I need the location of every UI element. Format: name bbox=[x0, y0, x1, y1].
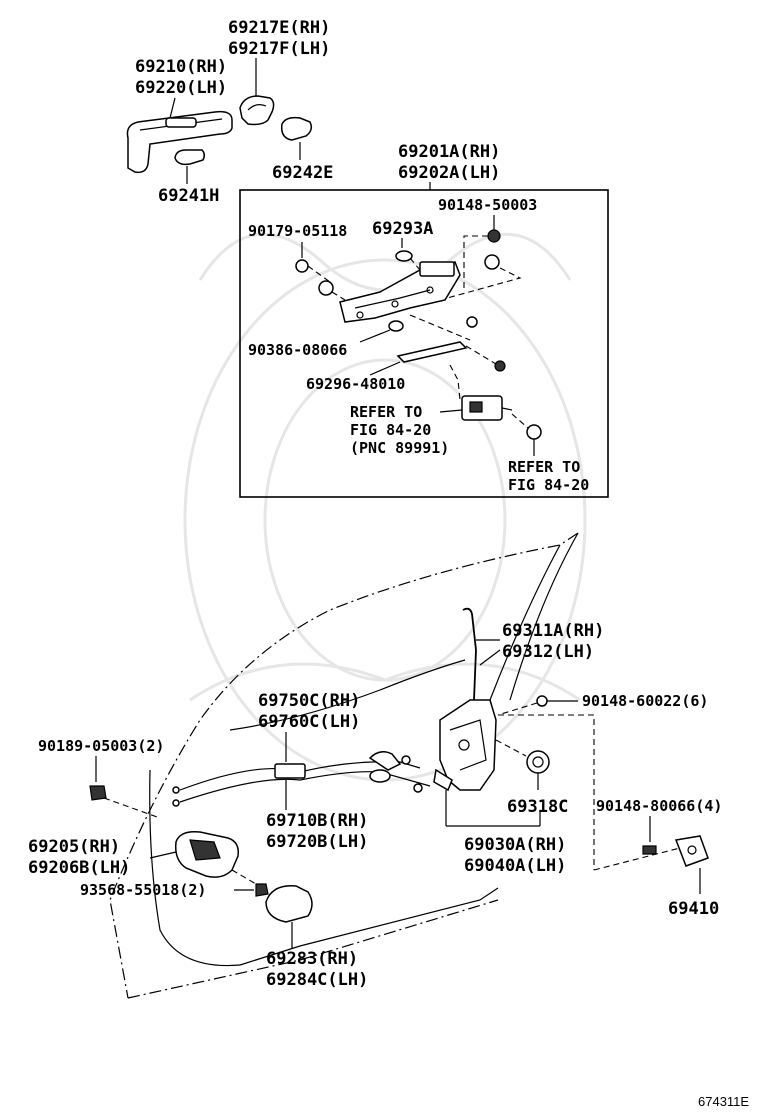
screw-93568-55018-part bbox=[255, 883, 269, 897]
lock-rh-label: 69030A(RH) bbox=[464, 835, 566, 855]
handle-cover-part bbox=[239, 95, 275, 126]
cable-rh-label: 69750C(RH) bbox=[258, 691, 360, 711]
screw-90148-60022-label: 90148-60022(6) bbox=[582, 692, 708, 710]
handle-cover-lh-label: 69217F(LH) bbox=[228, 39, 330, 59]
refer-a-line3: (PNC 89991) bbox=[350, 439, 449, 457]
door-outline bbox=[109, 532, 579, 999]
screw-90148-80066-part bbox=[642, 845, 657, 855]
pad-69241h-label: 69241H bbox=[158, 186, 219, 206]
actuator-part bbox=[461, 395, 513, 421]
bezel-part bbox=[265, 885, 313, 923]
clip-90386-08066-label: 90386-08066 bbox=[248, 341, 347, 359]
clip-90386-08066-part bbox=[388, 320, 404, 332]
cables-group: 69750C(RH) 69760C(LH) 69710B(RH) 69720B(… bbox=[172, 691, 431, 852]
bolt-90148-50003-label: 90148-50003 bbox=[438, 196, 537, 214]
door-lock-group: 69030A(RH) 69040A(LH) 69318C 90148-60022… bbox=[433, 692, 708, 876]
refer-b-line2: FIG 84-20 bbox=[508, 476, 589, 494]
inside-handle-group: 69205(RH) 69206B(LH) 93568-55018(2) bbox=[28, 830, 269, 899]
bolt-side-part bbox=[484, 254, 500, 270]
inside-handle-rh-label: 69205(RH) bbox=[28, 837, 120, 857]
frame-assy-group: 69201A(RH) 69202A(LH) 90148-50003 90179-… bbox=[239, 142, 609, 498]
part-69293a-part bbox=[395, 250, 413, 262]
refer-a-line2: FIG 84-20 bbox=[350, 421, 431, 439]
frame-mechanism-part bbox=[339, 261, 461, 323]
figure-code: 674311E bbox=[698, 1094, 749, 1109]
door-lock-part bbox=[439, 699, 497, 791]
rod-rh-label: 69311A(RH) bbox=[502, 621, 604, 641]
frame-assy-lh-label: 69202A(LH) bbox=[398, 163, 500, 183]
watermark-emblem bbox=[183, 232, 587, 782]
part-69318c-label: 69318C bbox=[507, 797, 568, 817]
striker-label: 69410 bbox=[668, 899, 719, 919]
outside-handle-lh-label: 69220(LH) bbox=[135, 78, 227, 98]
clip-90189-group: 90189-05003(2) bbox=[38, 737, 164, 819]
handle-cover-rh-label: 69217E(RH) bbox=[228, 18, 330, 38]
striker-part bbox=[674, 835, 709, 867]
clip-90189-05003-label: 90189-05003(2) bbox=[38, 737, 164, 755]
clip-90189-05003-part bbox=[89, 785, 107, 801]
part-69293a-label: 69293A bbox=[372, 219, 433, 239]
pad-69242e-part bbox=[280, 116, 313, 141]
bezel-lh-label: 69284C(LH) bbox=[266, 970, 368, 990]
pad-69242e-label: 69242E bbox=[272, 163, 333, 183]
refer-b-line1: REFER TO bbox=[508, 458, 580, 476]
outside-handle-group: 69217E(RH) 69217F(LH) 69210(RH) 69220(LH… bbox=[126, 18, 333, 206]
cable-lh-label: 69760C(LH) bbox=[258, 712, 360, 732]
bezel-rh-label: 69283(RH) bbox=[266, 949, 358, 969]
frame-assy-box bbox=[239, 189, 609, 498]
cable2-lh-label: 69720B(LH) bbox=[266, 832, 368, 852]
screw-90148-80066-label: 90148-80066(4) bbox=[596, 797, 722, 815]
part-69296-48010-label: 69296-48010 bbox=[306, 375, 405, 393]
pad-69241h-part bbox=[174, 149, 206, 166]
outside-handle-part bbox=[126, 110, 233, 174]
inside-handle-lh-label: 69206B(LH) bbox=[28, 858, 130, 878]
screw-93568-55018-label: 93568-55018(2) bbox=[80, 881, 206, 899]
bolt-90148-50003-part bbox=[487, 229, 501, 243]
lock-rod-group: 69311A(RH) 69312(LH) bbox=[462, 607, 604, 701]
rod-lh-label: 69312(LH) bbox=[502, 642, 594, 662]
lock-lh-label: 69040A(LH) bbox=[464, 856, 566, 876]
refer-a-line1: REFER TO bbox=[350, 403, 422, 421]
cable2-rh-label: 69710B(RH) bbox=[266, 811, 368, 831]
striker-group: 90148-80066(4) 69410 bbox=[593, 797, 722, 919]
screw-90148-60022-part bbox=[536, 695, 548, 707]
outside-handle-rh-label: 69210(RH) bbox=[135, 57, 227, 77]
cable-clamp-part bbox=[274, 763, 306, 779]
bezel-group: 69283(RH) 69284C(LH) bbox=[265, 885, 368, 990]
part-69318c-part bbox=[526, 750, 550, 774]
frame-assy-rh-label: 69201A(RH) bbox=[398, 142, 500, 162]
nut-90179-05118-part bbox=[295, 259, 309, 273]
nut-90179-05118-label: 90179-05118 bbox=[248, 222, 347, 240]
part-69296-48010-part bbox=[396, 341, 468, 363]
